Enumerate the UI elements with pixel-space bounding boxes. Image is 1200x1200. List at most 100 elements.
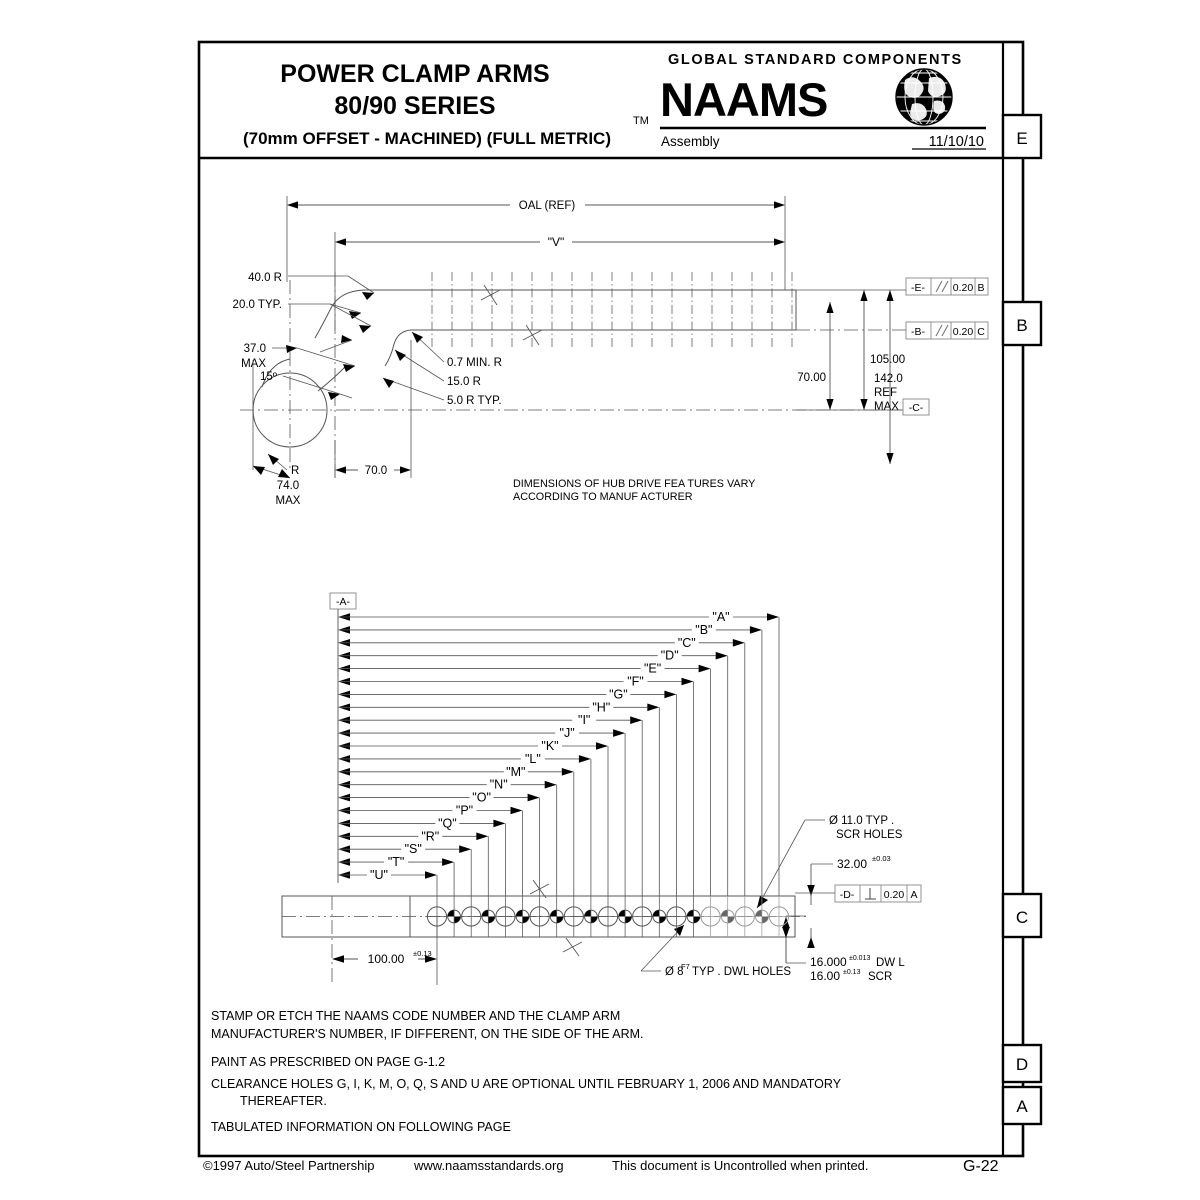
doc-date: 11/10/10 [929,134,984,150]
callout-15deg: 15º [260,335,353,400]
callout-37max-line1: 37.0 [244,343,266,355]
ladder-dimension: "N" [338,778,558,896]
doc-type-label: Assembly [661,134,720,149]
title-line-2: 80/90 SERIES [334,92,495,120]
callout-40r-label: 40.0 R [248,272,282,284]
callout-5rtyp: 5.0 R TYP. [382,377,502,407]
callout-dwl-holes: Ø 8 F7 TYP . DWL HOLES [640,924,791,978]
ladder-dimension-label: "F" [627,675,644,689]
dimension-1600-type: SCR [868,971,892,983]
callout-20typ-label: 20.0 TYP. [233,299,282,311]
dimension-70: 70.0 [334,340,412,478]
sheet-frame [197,40,1025,1158]
ladder-dimension: "F" [338,675,694,896]
zone-marker-d-label: D [1016,1055,1028,1074]
ladder-dimension: "B" [338,623,763,896]
ladder-dimension: "E" [338,662,711,896]
ladder-dimension: "L" [338,752,592,896]
ladder-dimension: "I" [338,713,643,896]
footer-website[interactable]: www.naamsstandards.org [413,1158,564,1173]
ladder-dimension-label: "K" [541,739,558,753]
hole-pattern [425,896,791,937]
ladder-dimension-label: "Q" [438,816,457,830]
parallelism-icon-2 [935,324,949,337]
callout-dwl-holes-sup: F7 [681,962,690,971]
callout-dwl-holes-label: Ø 8 [665,966,684,978]
notes-block: STAMP OR ETCH THE NAAMS CODE NUMBER AND … [211,1009,842,1134]
globe-icon [895,68,953,126]
zone-marker-e: E [1001,113,1043,160]
dimension-ladder: "A""B""C""D""E""F""G""H""I""J""K""L""M""… [337,609,780,896]
footer-copyright: ©1997 Auto/Steel Partnership [203,1158,374,1173]
note-line-2: MANUFACTURER'S NUMBER, IF DIFFERENT, ON … [211,1027,644,1041]
dimension-32-tolerance: ±0.03 [872,854,891,863]
fcf-e-tolerance: 0.20 [953,282,974,294]
fcf-d-tolerance: 0.20 [884,889,905,901]
note-line-5: THEREAFTER. [240,1094,327,1108]
ladder-dimension-label: "G" [609,687,628,701]
ladder-dimension-label: "H" [592,700,610,714]
ladder-dimension: "C" [338,636,746,896]
ladder-dimension-label: "L" [525,752,541,766]
callout-scr-holes-line2: SCR HOLES [836,829,903,841]
dimension-v-label: "V" [548,235,565,249]
callout-hub-r-label: R [291,465,299,477]
callout-15r: 15.0 R [394,349,481,388]
ladder-dimension: "S" [338,842,472,896]
dimension-1600-tolerance: ±0.13 [843,969,861,976]
datum-c-label: -C- [909,402,924,414]
ladder-dimension-label: "J" [560,726,575,740]
ladder-dimension: "H" [338,700,660,896]
hub-drive-note-line1: DIMENSIONS OF HUB DRIVE FEA TURES VARY [513,478,755,490]
footer-disclaimer: This document is Uncontrolled when print… [612,1158,869,1173]
callout-37max: 37.0 MAX [241,343,356,372]
fcf-b: -B- 0.20 C [905,321,989,340]
zone-marker-a: A [1001,1085,1043,1126]
dimension-105: 105.00 [860,290,905,410]
callout-40r: 40.0 R [248,272,375,300]
ladder-dimension-label: "D" [661,649,679,663]
top-view: OAL (REF) "V" [233,196,989,507]
ladder-dimension-label: "C" [678,636,696,650]
callout-hub-r: R [267,453,299,477]
fcf-d-reference: A [910,889,917,901]
ladder-dimension-label: "E" [644,662,661,676]
fcf-d-datum: -D- [840,889,855,901]
callout-15r-label: 15.0 R [447,376,481,388]
note-line-4: CLEARANCE HOLES G, I, K, M, O, Q, S AND … [211,1077,842,1091]
note-line-1: STAMP OR ETCH THE NAAMS CODE NUMBER AND … [211,1009,620,1023]
dimension-32: 32.00 ±0.03 [807,854,891,948]
parallelism-icon [935,280,949,293]
fcf-e-reference: B [977,282,984,294]
ladder-dimension: "R" [338,829,489,896]
dimension-142-line3: MAX [874,401,899,413]
dimension-16000-label: 16.000 [810,955,847,969]
callout-dwl-holes-tail: TYP . DWL HOLES [692,966,791,978]
perpendicularity-icon [865,888,876,900]
zone-marker-c: C [1001,892,1043,939]
title-block: POWER CLAMP ARMS 80/90 SERIES (70mm OFFS… [243,52,986,150]
datum-a: -A- [329,592,357,610]
ladder-dimension-label: "O" [472,791,491,805]
ladder-dimension-label: "U" [370,868,388,882]
trademark-symbol: TM [633,115,649,127]
note-line-3: PAINT AS PRESCRIBED ON PAGE G-1.2 [211,1055,445,1069]
ladder-dimension: "Q" [338,816,506,896]
zone-marker-d: D [1001,1043,1043,1084]
zone-marker-b-label: B [1016,316,1027,335]
footer: ©1997 Auto/Steel Partnership www.naamsst… [203,1158,999,1175]
footer-page-number: G-22 [963,1158,999,1175]
dimension-142-line2: REF [874,387,897,399]
brand-tagline: GLOBAL STANDARD COMPONENTS [668,52,963,68]
ladder-dimension: "U" [338,868,438,896]
zone-marker-e-label: E [1016,129,1027,148]
dimension-74max-line1: 74.0 [277,480,299,492]
ladder-dimension: "P" [338,804,523,896]
dimension-oal: OAL (REF) [286,196,786,290]
title-line-1: POWER CLAMP ARMS [280,60,549,88]
dimension-74max-line2: MAX [276,495,301,507]
ladder-dimension-label: "R" [421,829,439,843]
fcf-d: -D- 0.20 A [834,884,922,903]
fcf-b-datum: -B- [911,326,926,338]
ladder-dimension-label: "S" [405,842,422,856]
